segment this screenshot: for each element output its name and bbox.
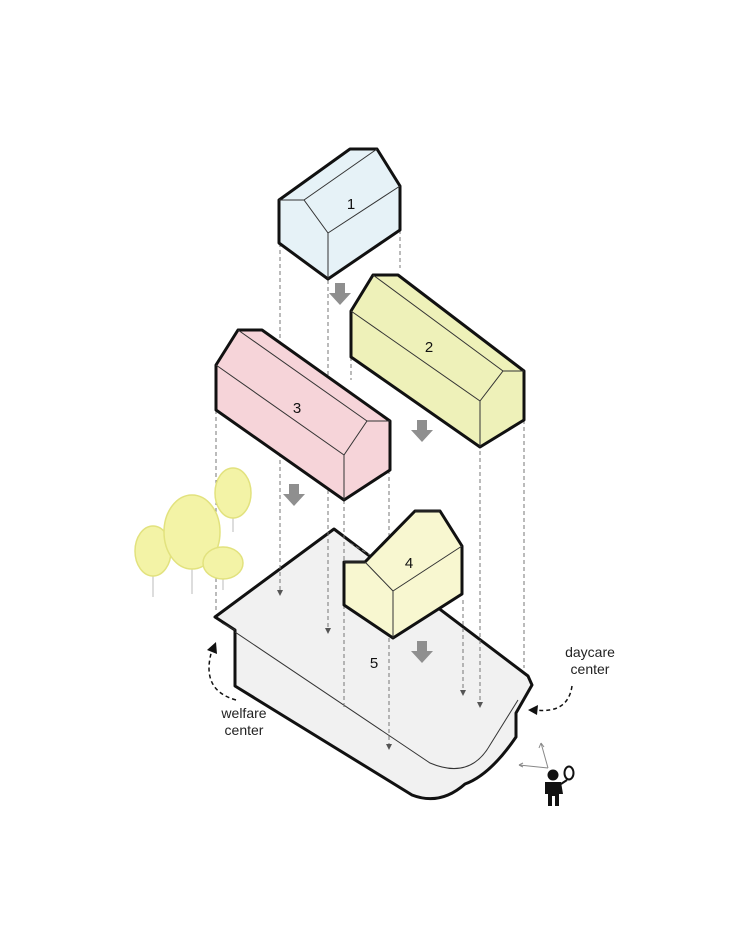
volume-4-number: 4 — [405, 555, 413, 572]
volume-2-edges — [350, 274, 524, 447]
volume-2-number: 2 — [425, 339, 433, 356]
volume-1-edges — [279, 148, 401, 279]
welfare-pointer-arrow — [208, 649, 237, 701]
projection-ticks — [277, 590, 483, 750]
projection-tick — [386, 744, 392, 750]
north-arrow-icon — [518, 742, 549, 769]
volume-4-edges — [344, 510, 463, 638]
child-with-balloon-icon — [545, 765, 575, 806]
volume-3: 3 — [214, 328, 392, 502]
daycare-label-line2: center — [571, 661, 610, 677]
volume-3-number: 3 — [293, 400, 301, 417]
tree-icon — [202, 546, 244, 590]
down-arrow-icon — [283, 484, 305, 506]
base-inner-edge — [221, 622, 519, 770]
daycare-label-line1: daycare — [565, 644, 615, 660]
tree-icon — [163, 494, 221, 594]
projection-tick — [277, 590, 283, 596]
welfare-label-line2: center — [225, 722, 264, 738]
welfare-pointer-head — [207, 642, 217, 654]
volume-5-number: 5 — [370, 655, 378, 672]
volume-1-body — [277, 147, 402, 281]
base-platform-shape — [213, 527, 534, 801]
volume-1-number: 1 — [347, 196, 355, 213]
tree-icon — [214, 467, 252, 532]
volume-2: 2 — [349, 273, 526, 449]
projection-tick — [325, 628, 331, 634]
daycare-pointer-head — [528, 705, 538, 715]
trees — [134, 467, 252, 597]
base-platform: 5 — [213, 527, 534, 801]
volume-3-edges — [215, 329, 390, 500]
volume-3-body — [214, 328, 392, 502]
volume-1: 1 — [277, 147, 402, 281]
welfare-label-group: welfare center — [207, 642, 267, 738]
down-arrow-icon — [411, 420, 433, 442]
projection-tick — [477, 702, 483, 708]
down-arrow-icon — [411, 641, 433, 663]
welfare-label-line1: welfare — [220, 705, 266, 721]
volume-4: 4 — [342, 509, 464, 640]
daycare-label-group: daycare center — [528, 644, 615, 715]
daycare-pointer-arrow — [534, 685, 573, 712]
down-arrow-icon — [329, 283, 351, 305]
down-arrows — [283, 283, 433, 663]
projection-tick — [460, 690, 466, 696]
volume-2-body — [349, 273, 526, 449]
